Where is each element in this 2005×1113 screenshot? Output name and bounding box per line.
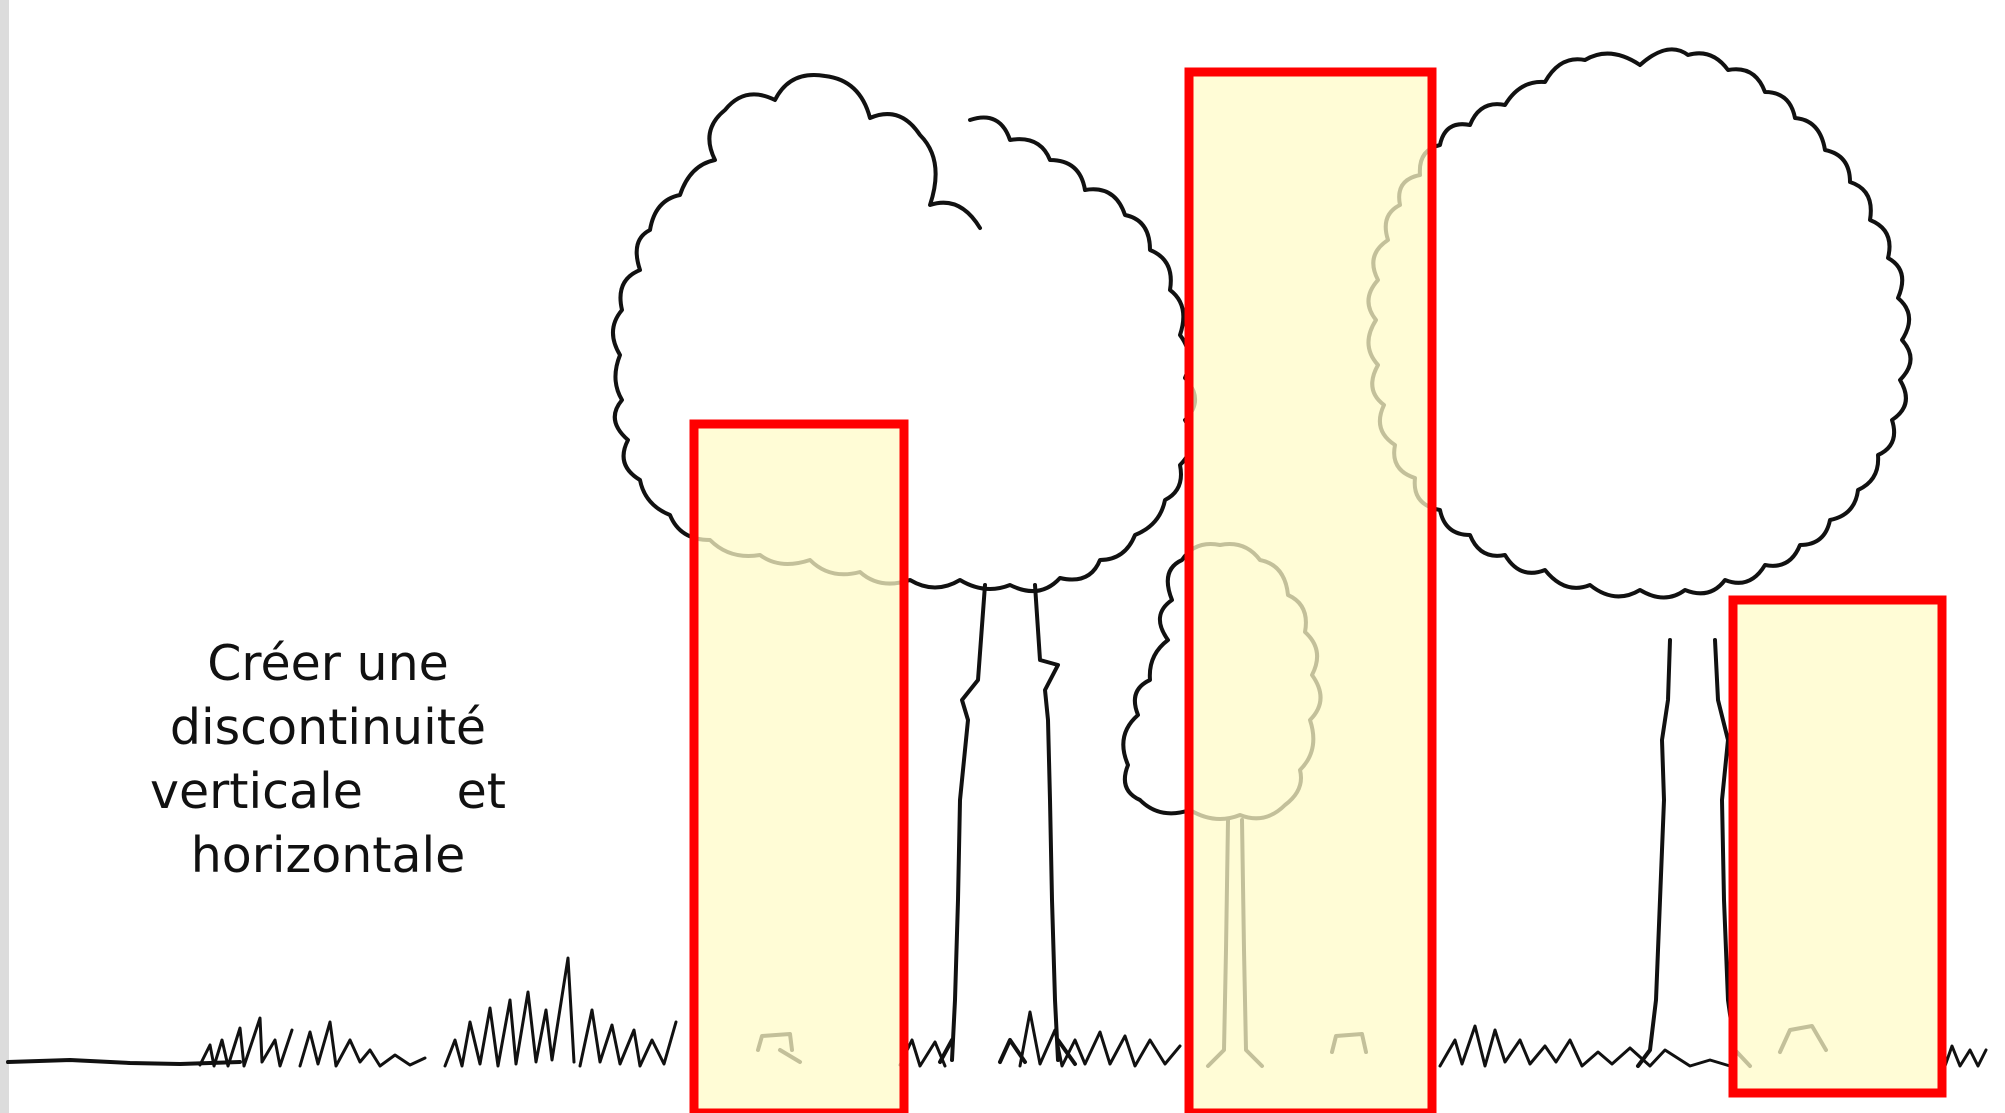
highlight-zone-1 — [694, 424, 904, 1113]
caption-line-4: horizontale — [150, 824, 506, 888]
caption-text: Créer une discontinuité verticale et hor… — [150, 632, 506, 888]
caption-line-2: discontinuité — [150, 696, 506, 760]
caption-word-et: et — [457, 760, 506, 824]
caption-line-1: Créer une — [150, 632, 506, 696]
ground-line — [8, 1060, 240, 1064]
highlight-zone-2 — [1189, 72, 1432, 1113]
caption-line-3: verticale et — [150, 760, 506, 824]
grass-icon — [200, 958, 1986, 1066]
highlight-zone-3 — [1733, 600, 1942, 1093]
caption-word-verticale: verticale — [150, 760, 363, 824]
